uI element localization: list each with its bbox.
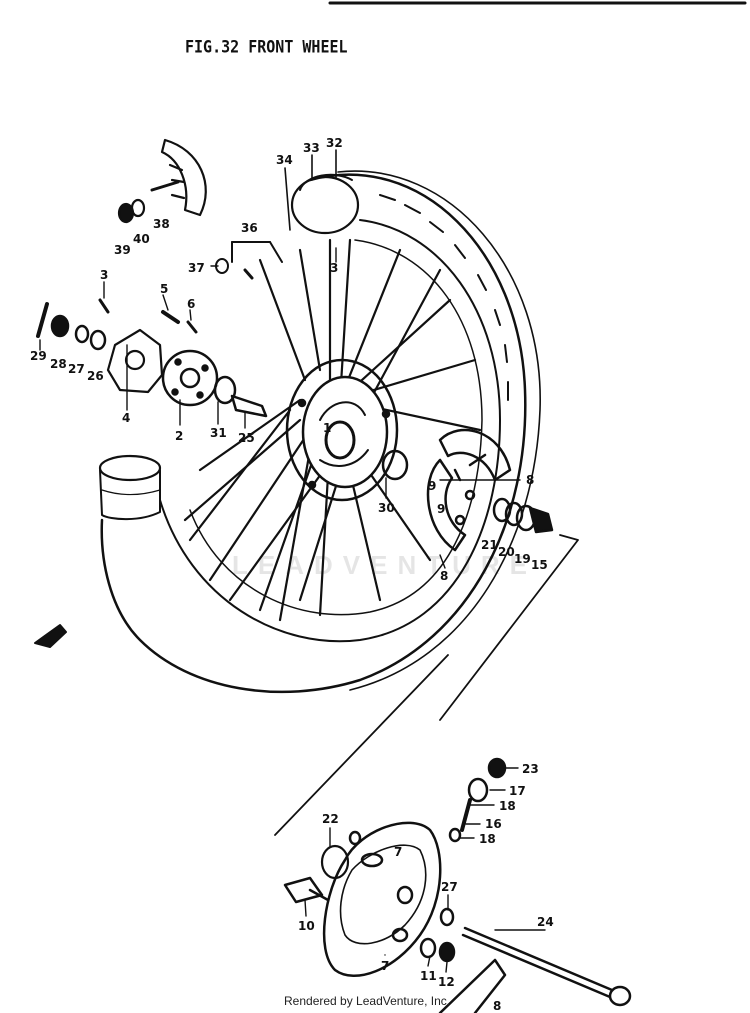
label-37: 37 [188, 261, 205, 275]
label-19: 19 [514, 552, 531, 566]
hub-spacer [381, 449, 409, 481]
assembly-connector [274, 534, 579, 836]
label-9-bottom: 9 [437, 502, 445, 516]
label-21: 21 [481, 538, 498, 552]
label-11: 11 [420, 969, 437, 983]
brake-disc [161, 349, 219, 407]
disc-cover [117, 138, 207, 224]
brake-shoes [426, 428, 512, 552]
right-axle-spacers [492, 497, 554, 534]
label-8-top: 8 [526, 473, 534, 487]
label-33: 33 [303, 141, 320, 155]
direction-arrow-icon [34, 624, 67, 648]
label-7: 7 [381, 959, 389, 973]
footer-credit: Rendered by LeadVenture, Inc. [284, 994, 451, 1008]
label-12: 12 [438, 975, 455, 989]
label-23: 23 [522, 762, 539, 776]
label-25: 25 [238, 431, 255, 445]
label-29: 29 [30, 349, 47, 363]
label-22: 22 [322, 812, 339, 826]
label-18-top: 18 [499, 799, 516, 813]
label-26: 26 [87, 369, 104, 383]
spokes [183, 238, 482, 622]
label-9-top: 9 [428, 479, 436, 493]
label-5: 5 [160, 282, 168, 296]
label-20: 20 [498, 545, 515, 559]
label-27: 27 [68, 362, 85, 376]
label-6: 6 [187, 297, 195, 311]
spoke-clip [215, 241, 283, 280]
label-2: 2 [175, 429, 183, 443]
label-16: 16 [485, 817, 502, 831]
label-1: 1 [323, 421, 331, 435]
axle-bracket [438, 958, 507, 1013]
label-15: 15 [531, 558, 548, 572]
leader-lines [39, 247, 521, 569]
figure-title: FIG.32 FRONT WHEEL [185, 37, 348, 57]
label-36: 36 [241, 221, 258, 235]
label-27-lower: 27 [441, 880, 458, 894]
left-axle-parts [36, 298, 268, 418]
wheel-hub [285, 358, 399, 502]
disc-mount [106, 328, 164, 394]
label-32: 32 [326, 136, 343, 150]
watermark-text: LEADVENTURE [232, 550, 538, 580]
label-10: 10 [298, 919, 315, 933]
label-34: 34 [276, 153, 293, 167]
label-3-tire: 3 [330, 261, 338, 275]
tire [98, 170, 541, 694]
label-3: 3 [100, 268, 108, 282]
leader-lines-lower [329, 767, 519, 973]
label-8-bottom: 8 [440, 569, 448, 583]
speedo-parts [419, 757, 507, 963]
tube-leader-lines [284, 167, 291, 231]
label-40: 40 [133, 232, 150, 246]
label-28: 28 [50, 357, 67, 371]
label-24: 24 [537, 915, 554, 929]
label-18-bottom: 18 [479, 832, 496, 846]
label-38: 38 [153, 217, 170, 231]
label-8-lower: 8 [493, 999, 501, 1013]
label-30: 30 [378, 501, 395, 515]
label-39: 39 [114, 243, 131, 257]
label-17: 17 [509, 784, 526, 798]
label-4: 4 [122, 411, 130, 425]
part-labels: 34 33 32 3 36 37 38 39 40 3 5 6 29 28 27… [30, 136, 554, 1013]
label-31: 31 [210, 426, 227, 440]
brake-panel [320, 821, 442, 978]
label-7-panel: 7 [394, 845, 402, 859]
brake-cam [283, 876, 330, 917]
axle [461, 926, 632, 1007]
